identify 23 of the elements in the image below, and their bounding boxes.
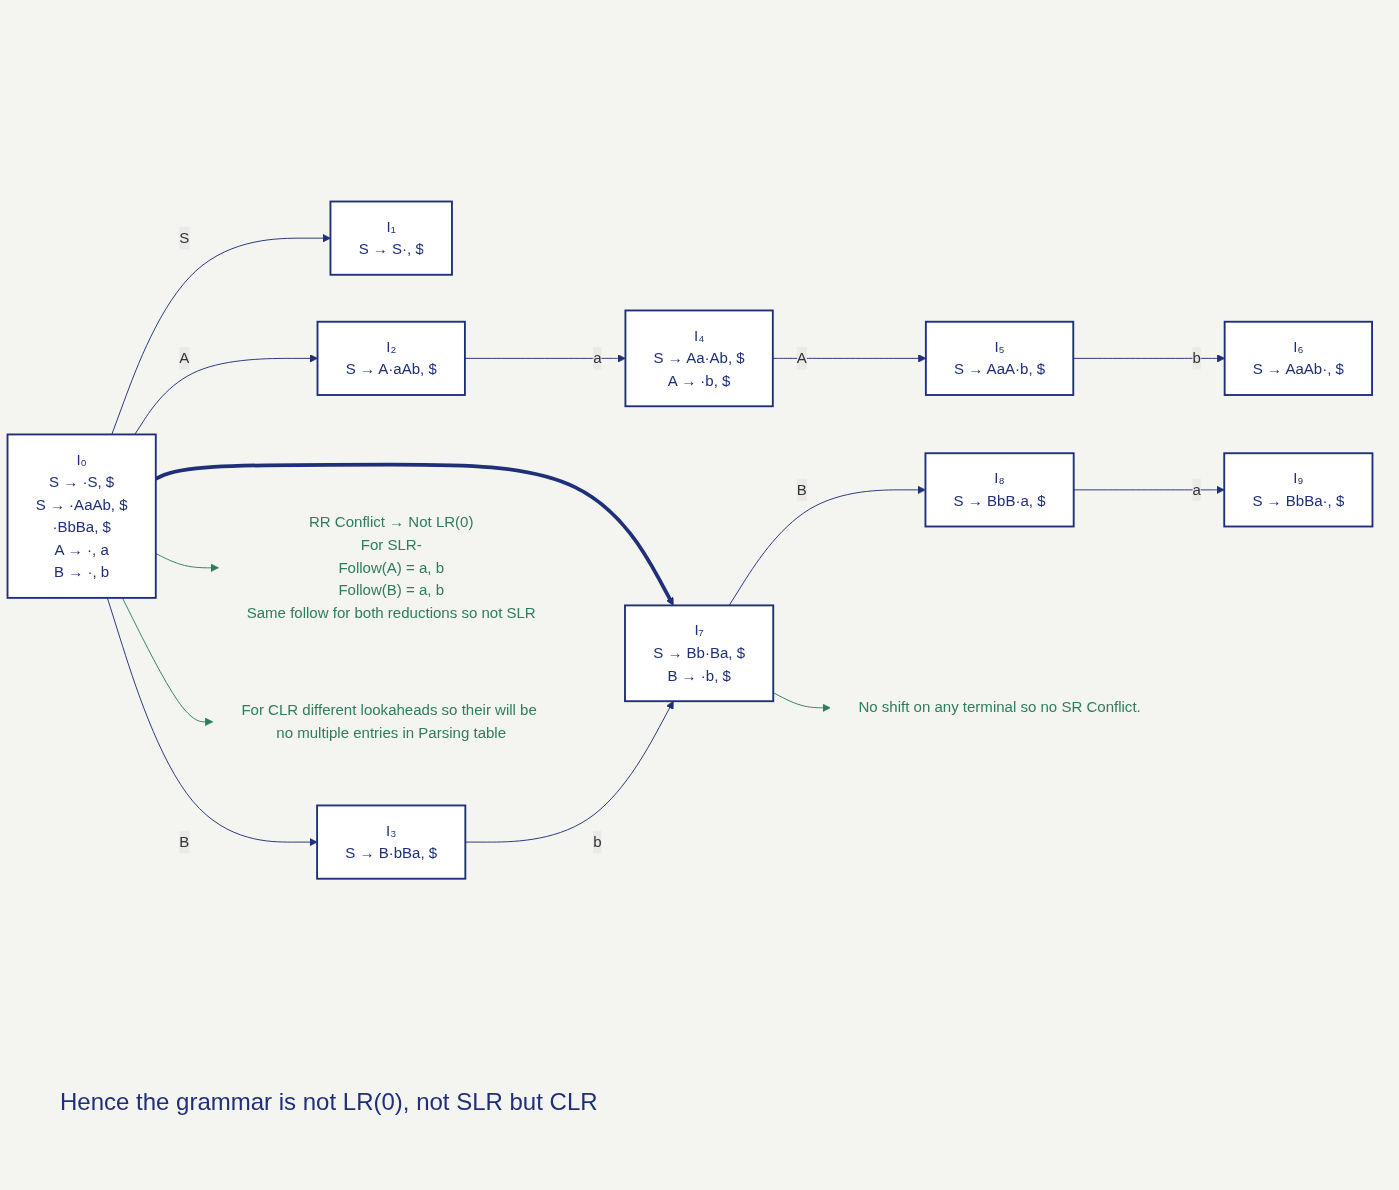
edge-label: B xyxy=(179,833,190,850)
node-box: I₆ S → AaAb·, $ xyxy=(1223,320,1373,396)
node-text: No shift on any terminal so no SR Conflict. xyxy=(858,699,1141,716)
node-box: I₀ S → ·S, $ S → ·AaAb, $ ·BbBa, $ A → ·, a B → ·, b xyxy=(6,433,157,599)
edge-label: S xyxy=(179,229,190,246)
edge-label: b xyxy=(1192,349,1201,366)
edge-label: a xyxy=(1192,481,1201,498)
note-text: Hence the grammar is not LR(0), not SLR but CLR xyxy=(59,1087,599,1117)
node-box: I₃ S → B·bBa, $ xyxy=(316,804,467,880)
edge-label: b xyxy=(593,833,602,850)
node-box: I₄ S → Aa·Ab, $ A → ·b, $ xyxy=(624,309,774,408)
edge-label: A xyxy=(179,349,190,366)
edge-label: B xyxy=(796,481,807,498)
edge-label: a xyxy=(593,349,602,366)
node-box: I₇ S → Bb·Ba, $ B → ·b, $ xyxy=(624,604,775,703)
node-box: I₅ S → AaA·b, $ xyxy=(924,320,1075,396)
node-box: I₉ S → BbBa·, $ xyxy=(1223,452,1374,528)
node-text: For CLR different lookaheads so their will be no multiple entries in Parsing table xyxy=(241,702,537,741)
node-box: I₁ S → S·, $ xyxy=(329,200,453,276)
node-box: I₂ S → A·aAb, $ xyxy=(316,320,466,396)
node-box: I₈ S → BbB·a, $ xyxy=(924,452,1075,528)
edge-label: A xyxy=(796,349,807,366)
node-text: RR Conflict → Not LR(0) For SLR- Follow(A) = a, b Follow(B) = a, b Same follow for both reductions so not SLR xyxy=(246,514,536,621)
